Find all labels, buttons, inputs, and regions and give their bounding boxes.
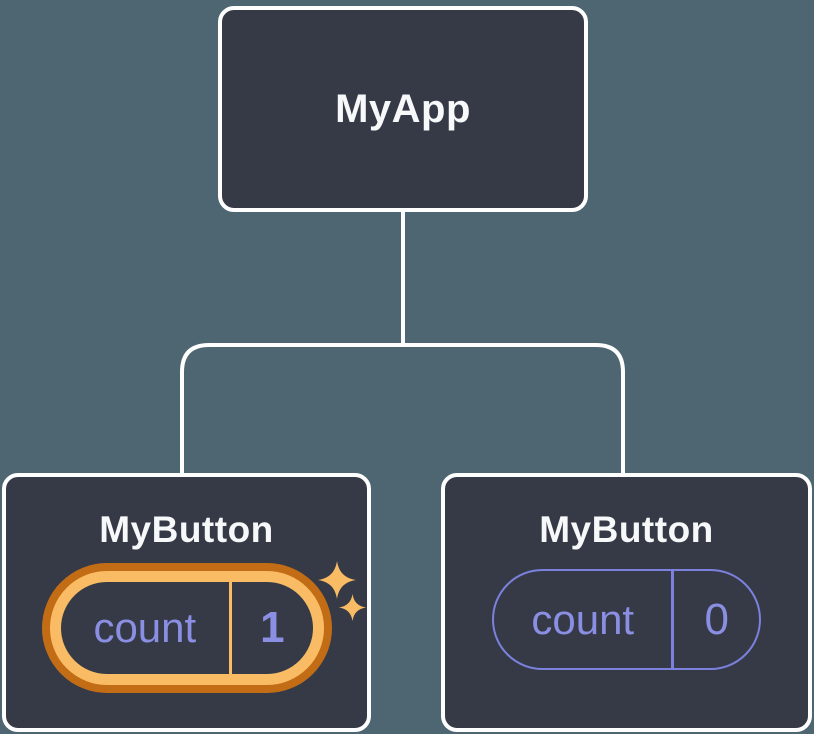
component-node-myapp: MyApp <box>218 6 588 212</box>
component-node-mybutton-active: MyButton count 1 <box>2 473 371 732</box>
node-title: MyButton <box>99 509 274 550</box>
state-value: 1 <box>260 603 285 652</box>
component-node-mybutton-default: MyButton count 0 <box>441 473 812 732</box>
state-name-label: count <box>93 604 197 651</box>
sparkle-icon <box>339 594 366 621</box>
node-title: MyButton <box>539 509 714 550</box>
sparkle-icon <box>318 561 356 599</box>
state-value: 0 <box>704 594 729 644</box>
pill-divider <box>229 582 233 674</box>
node-title: MyApp <box>335 86 471 131</box>
pill-divider <box>671 571 675 668</box>
state-name-label: count <box>531 595 635 643</box>
state-pill-plain: count 0 <box>492 569 761 670</box>
state-pill-core: count 1 <box>60 582 313 674</box>
state-pill-highlighted: count 1 <box>41 563 332 693</box>
connector-branch <box>180 343 625 478</box>
